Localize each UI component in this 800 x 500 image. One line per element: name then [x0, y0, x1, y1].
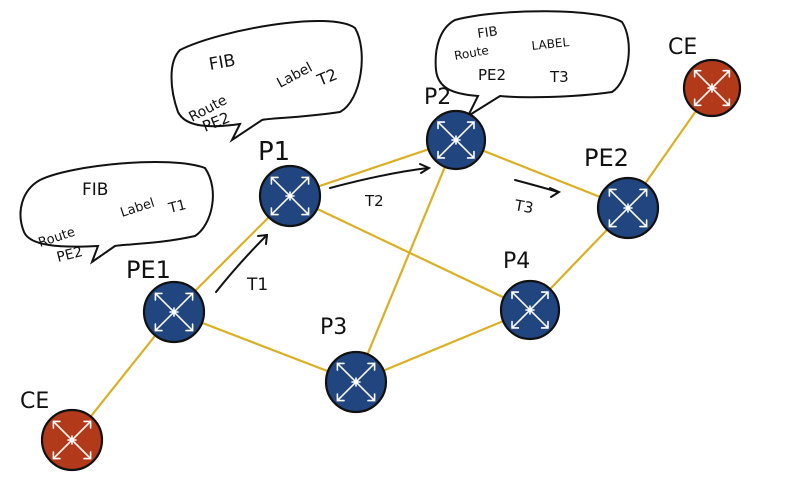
router-p3 — [324, 350, 388, 414]
label-t1: T1 — [246, 275, 268, 295]
bubble-label-label: LABEL — [531, 35, 570, 53]
link-p3-p4 — [354, 308, 532, 384]
bubble-title: FIB — [476, 24, 498, 42]
router-pe2 — [596, 176, 660, 240]
node-label-ce-left: CE — [20, 389, 49, 414]
node-label-pe2: PE2 — [584, 144, 629, 172]
bubble-title: FIB — [82, 180, 108, 200]
router-arrows-icon — [336, 362, 376, 402]
router-p2 — [425, 109, 487, 171]
arrowhead-icon — [549, 187, 562, 198]
router-ce_right — [682, 58, 742, 118]
fib-bubble-p1: FIB Route Label PE2 T2 — [170, 19, 363, 143]
node-label-pe1: PE1 — [126, 256, 171, 284]
router-arrows-icon — [270, 176, 310, 216]
bubble-route-value: PE2 — [55, 244, 84, 266]
node-label-ce-right: CE — [668, 35, 697, 60]
arrow-t1 — [215, 235, 267, 293]
fib-bubble-pe1: FIB Route Label PE2 T1 — [19, 161, 214, 266]
bubble-outline — [19, 161, 214, 265]
label-path-t1: T1 — [215, 233, 269, 295]
node-label-p2: P2 — [424, 85, 451, 110]
router-arrows-icon — [608, 188, 648, 228]
router-arrows-icon — [52, 420, 92, 460]
arrow-t2 — [329, 167, 429, 189]
bubble-title: FIB — [207, 51, 237, 75]
bubble-outline — [170, 19, 363, 143]
bubble-label-value: T1 — [166, 197, 188, 217]
link-p2-p3 — [354, 138, 458, 384]
bubble-label-value: T3 — [549, 68, 569, 86]
router-pe1 — [142, 280, 206, 344]
arrowhead-icon — [257, 233, 269, 245]
router-p4 — [499, 279, 561, 341]
router-arrows-icon — [437, 121, 475, 159]
router-arrows-icon — [511, 291, 549, 329]
label-t2: T2 — [364, 192, 384, 210]
router-p1 — [258, 164, 322, 228]
label-t3: T3 — [512, 196, 535, 217]
router-arrows-icon — [154, 292, 194, 332]
label-path-t3: T3 — [512, 179, 562, 217]
router-arrows-icon — [693, 69, 731, 107]
node-label-p1: P1 — [258, 137, 290, 167]
routers — [40, 58, 742, 472]
label-path-t2: T2 — [329, 163, 432, 210]
router-ce_left — [40, 408, 104, 472]
bubble-outline — [434, 10, 630, 119]
node-label-p3: P3 — [320, 315, 347, 340]
arrowhead-icon — [419, 163, 432, 174]
bubble-route-value: PE2 — [478, 66, 506, 84]
link-pe1-p3 — [172, 310, 358, 384]
fib-bubble-p2: FIB Route LABEL PE2 T3 — [434, 10, 630, 119]
bubble-route-label: Route — [453, 43, 490, 63]
arrow-t3 — [514, 179, 559, 193]
node-label-p4: P4 — [503, 249, 530, 274]
